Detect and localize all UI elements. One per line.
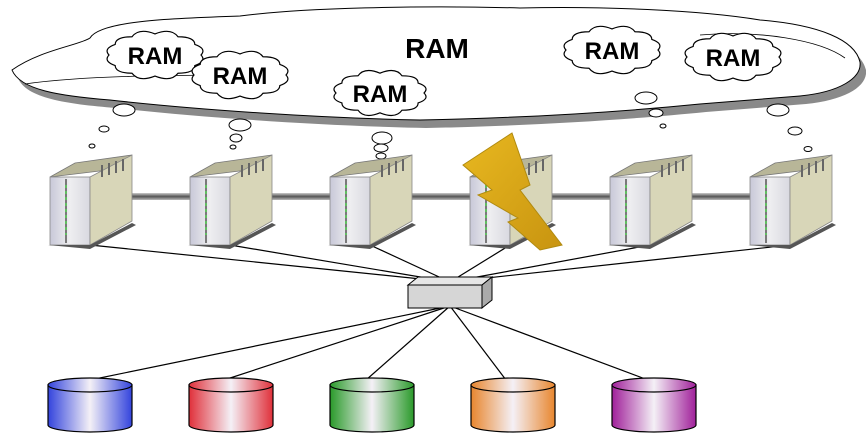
- disk-blue: [47, 377, 133, 433]
- switch-disk-links: [89, 305, 649, 381]
- server-5: [608, 154, 696, 249]
- server-interconnect-cable: [90, 193, 810, 200]
- node-ram-cloud: RAM: [563, 25, 661, 75]
- thought-bubbles: [88, 91, 813, 160]
- disk-purple: [611, 377, 697, 433]
- server-2: [188, 154, 276, 249]
- network-switch: [406, 275, 494, 310]
- node-ram-label: RAM: [213, 63, 268, 90]
- server-1: [48, 154, 136, 249]
- node-ram-cloud: RAM: [333, 69, 427, 117]
- disk-green: [329, 377, 415, 433]
- node-ram-cloud: RAM: [684, 32, 782, 82]
- node-ram-cloud: RAM: [106, 30, 204, 80]
- shared-ram-label: RAM: [405, 33, 469, 64]
- server-6: [748, 154, 836, 249]
- server-switch-links: [89, 244, 791, 283]
- node-ram-label: RAM: [585, 38, 640, 65]
- node-ram-cloud: RAM: [191, 50, 289, 100]
- server-3: [328, 154, 416, 249]
- disk-red: [188, 377, 274, 433]
- node-ram-label: RAM: [706, 45, 761, 72]
- disk-orange: [470, 377, 556, 433]
- node-ram-label: RAM: [128, 43, 183, 70]
- failure-lightning-icon: [462, 132, 563, 251]
- node-ram-label: RAM: [353, 81, 408, 108]
